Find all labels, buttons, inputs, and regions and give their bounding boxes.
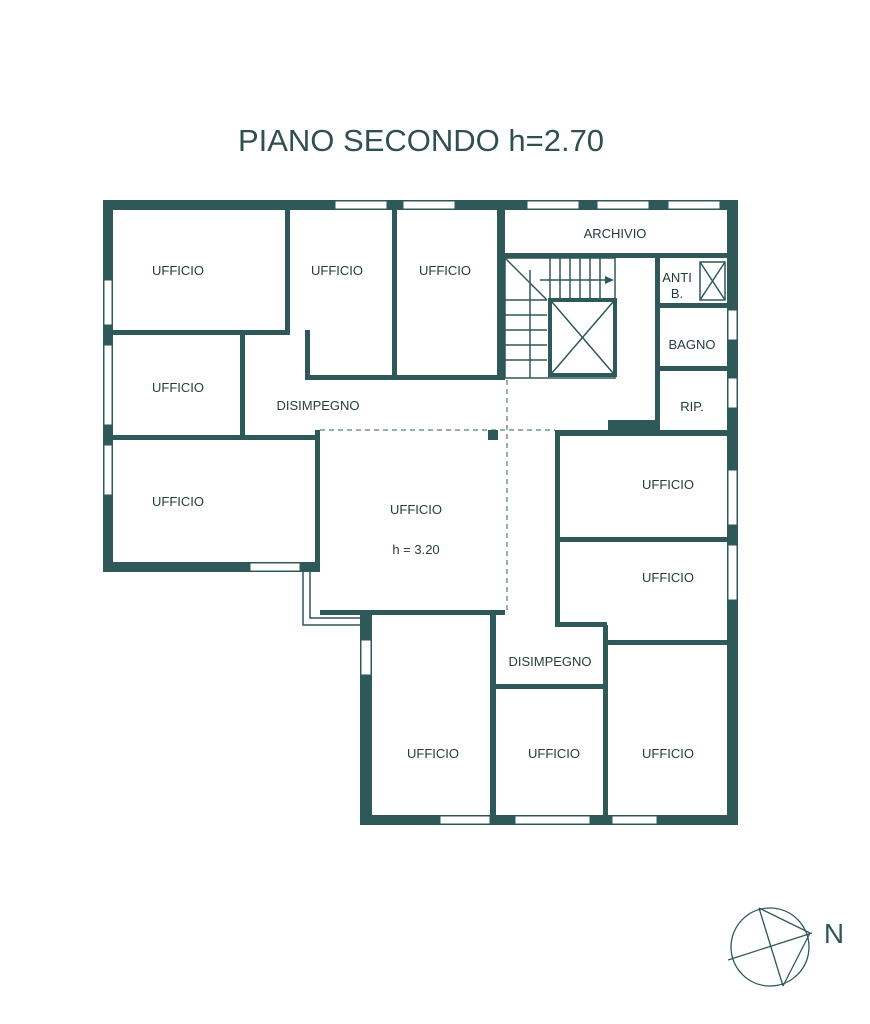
room-ufficio: UFFICIO: [419, 263, 471, 278]
plan-title: PIANO SECONDO h=2.70: [238, 123, 604, 158]
room-ripostiglio: RIP.: [680, 399, 704, 414]
room-ufficio: UFFICIO: [642, 570, 694, 585]
windows: [103, 200, 738, 825]
room-archivio: ARCHIVIO: [584, 226, 647, 241]
room-ufficio: UFFICIO: [528, 746, 580, 761]
room-ufficio: UFFICIO: [642, 746, 694, 761]
north-label: N: [824, 918, 844, 949]
compass-icon: [727, 907, 813, 987]
room-ufficio: UFFICIO: [407, 746, 459, 761]
room-ufficio: UFFICIO: [642, 477, 694, 492]
room-ufficio: UFFICIO: [152, 263, 204, 278]
compass: N: [727, 907, 844, 987]
room-bagno: BAGNO: [669, 337, 716, 352]
room-anti-bagno: ANTI: [662, 270, 692, 285]
room-ufficio: UFFICIO: [311, 263, 363, 278]
room-ufficio: UFFICIO: [152, 380, 204, 395]
room-anti-bagno: B.: [671, 286, 683, 301]
room-disimpegno: DISIMPEGNO: [276, 398, 359, 413]
room-ufficio: UFFICIO: [152, 494, 204, 509]
room-ufficio-center: UFFICIO: [390, 502, 442, 517]
room-labels: UFFICIO UFFICIO UFFICIO UFFICIO UFFICIO …: [152, 226, 715, 761]
room-disimpegno: DISIMPEGNO: [508, 654, 591, 669]
room-height-label: h = 3.20: [392, 542, 439, 557]
